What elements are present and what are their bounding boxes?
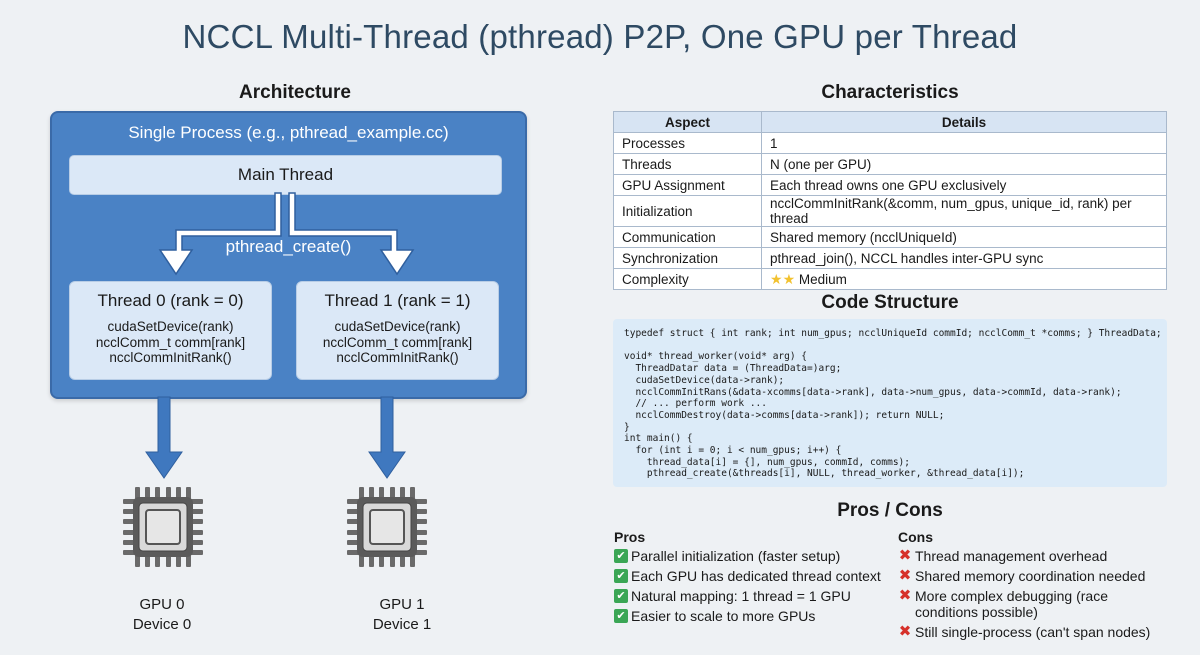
thread-1-line: cudaSetDevice(rank) [334, 319, 461, 334]
cons-list: ✖Thread management overhead ✖Shared memo… [898, 548, 1173, 644]
thread-1-line: ncclCommInitRank() [336, 350, 459, 365]
fork-arrow-right [288, 192, 415, 276]
code-text: typedef struct { int rank; int num_gpus;… [624, 328, 1162, 480]
process-label: Single Process (e.g., pthread_example.cc… [128, 123, 449, 142]
list-item: ✔Parallel initialization (faster setup) [614, 548, 889, 564]
table-row: GPU Assignment Each thread owns one GPU … [613, 174, 1167, 196]
table-row: Initialization ncclCommInitRank(&comm, n… [613, 195, 1167, 227]
details-cell: Shared memory (ncclUniqueId) [761, 226, 1167, 248]
cross-icon: ✖ [898, 623, 912, 640]
thread-0-line: ncclComm_t comm[rank] [95, 334, 246, 350]
cross-icon: ✖ [898, 567, 912, 584]
complexity-value: Medium [798, 271, 847, 287]
cross-icon: ✖ [898, 547, 912, 564]
architecture-heading: Architecture [239, 82, 351, 103]
list-item: ✖More complex debugging (race conditions… [898, 587, 1173, 621]
gpu-0-name: GPU 0 [139, 596, 185, 613]
gpu-chip-icon [122, 486, 204, 568]
list-item: ✔Natural mapping: 1 thread = 1 GPU [614, 588, 889, 604]
list-item: ✖Still single-process (can't span nodes) [898, 623, 1173, 641]
gpu-chip-icon [346, 486, 428, 568]
column-header: Details [761, 111, 1167, 133]
code-block [613, 319, 1167, 487]
table-row: Communication Shared memory (ncclUniqueI… [613, 226, 1167, 248]
aspect-cell: Processes [613, 132, 762, 154]
table-row: Processes 1 [613, 132, 1167, 154]
details-cell: N (one per GPU) [761, 153, 1167, 175]
pros-cons-heading: Pros / Cons [837, 500, 943, 521]
details-cell: pthread_join(), NCCL handles inter-GPU s… [761, 247, 1167, 269]
page-title: NCCL Multi-Thread (pthread) P2P, One GPU… [182, 18, 1018, 55]
gpu-1-device: Device 1 [372, 616, 432, 633]
cross-icon: ✖ [898, 587, 912, 604]
check-icon: ✔ [614, 589, 628, 603]
arrow-to-gpu-0 [145, 396, 183, 479]
thread-1-line: ncclComm_t comm[rank] [322, 334, 473, 350]
thread-1-title: Thread 1 (rank = 1) [324, 291, 471, 310]
pro-text: Natural mapping: 1 thread = 1 GPU [631, 588, 851, 604]
check-icon: ✔ [614, 609, 628, 623]
list-item: ✖Shared memory coordination needed [898, 567, 1173, 585]
gpu-1-name: GPU 1 [379, 596, 425, 613]
characteristics-table: Aspect Details Processes 1 Threads N (on… [613, 111, 1167, 290]
table-row: Complexity ★★ Medium [613, 268, 1167, 290]
con-text: Thread management overhead [915, 548, 1108, 564]
gpu-0-device: Device 0 [132, 616, 192, 633]
aspect-cell: Communication [613, 226, 762, 248]
gpu-0-label: GPU 0 Device 0 [92, 595, 232, 635]
gpu-1-label: GPU 1 Device 1 [332, 595, 472, 635]
details-cell: ★★ Medium [761, 268, 1167, 290]
details-cell: ncclCommInitRank(&comm, num_gpus, unique… [761, 195, 1167, 227]
thread-0-line: cudaSetDevice(rank) [107, 319, 234, 334]
fork-arrow-left [158, 192, 282, 276]
pro-text: Each GPU has dedicated thread context [631, 568, 881, 584]
main-thread-box: Main Thread [69, 155, 502, 195]
thread-1-box: Thread 1 (rank = 1) cudaSetDevice(rank) … [296, 281, 499, 380]
aspect-cell: GPU Assignment [613, 174, 762, 196]
pro-text: Easier to scale to more GPUs [631, 608, 816, 624]
table-row: Threads N (one per GPU) [613, 153, 1167, 175]
arrow-to-gpu-1 [368, 396, 406, 479]
thread-0-box: Thread 0 (rank = 0) cudaSetDevice(rank) … [69, 281, 272, 380]
con-text: Shared memory coordination needed [915, 568, 1146, 584]
details-cell: 1 [761, 132, 1167, 154]
cons-label: Cons [898, 529, 933, 545]
code-structure-heading: Code Structure [821, 292, 959, 313]
aspect-cell: Initialization [613, 195, 762, 227]
star-icon: ★ [770, 270, 783, 287]
characteristics-heading: Characteristics [821, 82, 959, 103]
column-header: Aspect [613, 111, 762, 133]
check-icon: ✔ [614, 569, 628, 583]
pthread-create-label: pthread_create() [225, 237, 352, 256]
aspect-cell: Threads [613, 153, 762, 175]
list-item: ✔Each GPU has dedicated thread context [614, 568, 889, 584]
list-item: ✔Easier to scale to more GPUs [614, 608, 889, 624]
star-icon: ★ [782, 270, 796, 287]
pros-label: Pros [614, 529, 646, 545]
check-icon: ✔ [614, 549, 628, 563]
pros-list: ✔Parallel initialization (faster setup) … [614, 548, 889, 628]
list-item: ✖Thread management overhead [898, 547, 1173, 565]
con-text: More complex debugging (race conditions … [915, 588, 1108, 620]
thread-0-line: ncclCommInitRank() [109, 350, 232, 365]
aspect-cell: Synchronization [613, 247, 762, 269]
aspect-cell: Complexity [613, 268, 762, 290]
pro-text: Parallel initialization (faster setup) [631, 548, 841, 564]
details-cell: Each thread owns one GPU exclusively [761, 174, 1167, 196]
con-text: Still single-process (can't span nodes) [915, 624, 1151, 640]
thread-0-title: Thread 0 (rank = 0) [97, 291, 244, 310]
table-row: Synchronization pthread_join(), NCCL han… [613, 247, 1167, 269]
